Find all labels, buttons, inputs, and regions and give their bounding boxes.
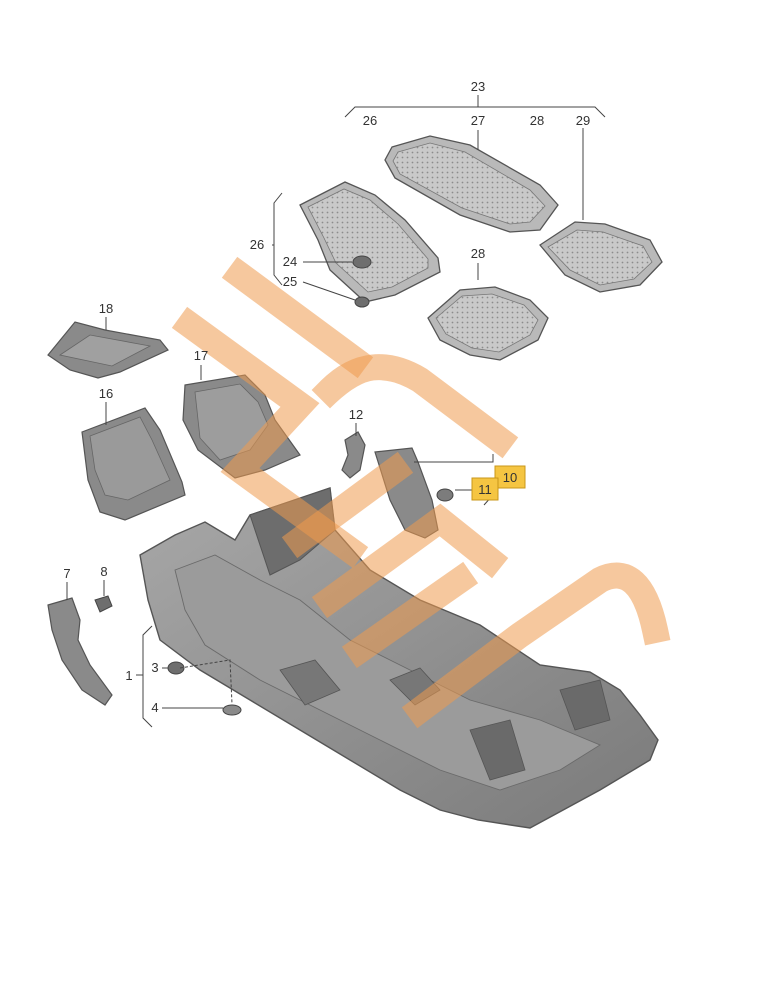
part-8-fastener[interactable] [94,595,113,613]
floor-mat-front-left[interactable] [299,181,441,308]
callout-27: 27 [471,113,485,128]
svg-text:28: 28 [530,113,544,128]
callout-28: 28 [530,113,544,128]
part-12-bracket[interactable] [341,431,366,479]
svg-text:27: 27 [471,113,485,128]
callout-4: 4 [151,700,158,715]
callout-29: 29 [576,113,590,128]
callout-3: 3 [151,660,158,675]
watermark-logo [171,256,671,729]
svg-text:11: 11 [478,482,492,497]
svg-text:3: 3 [151,660,158,675]
part-4-grommet[interactable] [222,704,242,716]
svg-text:4: 4 [151,700,158,715]
svg-text:7: 7 [63,566,70,581]
svg-text:10: 10 [503,470,517,485]
callout-7: 7 [63,566,70,581]
svg-text:17: 17 [194,348,208,363]
svg-text:16: 16 [99,386,113,401]
callout-18: 18 [99,301,113,316]
floor-mat-rear-right[interactable] [539,221,663,293]
callout-11-highlighted[interactable]: 11 [471,477,499,501]
part-18-trim-panel[interactable] [47,321,169,379]
svg-text:26: 26 [250,237,264,252]
svg-text:25: 25 [283,274,297,289]
floor-mat-front-right[interactable] [427,286,549,361]
callout-23: 23 [471,79,485,94]
callout-24: 24 [283,254,297,269]
callout-26-secondary: 26 [250,237,264,252]
part-7-sill-trim[interactable] [47,597,113,706]
callout-12: 12 [349,407,363,422]
callout-28-secondary: 28 [471,246,485,261]
svg-text:1: 1 [125,668,132,683]
callout-8: 8 [100,564,107,579]
callout-16: 16 [99,386,113,401]
callout-26: 26 [363,113,377,128]
svg-text:8: 8 [100,564,107,579]
part-16-side-insulation[interactable] [81,407,186,521]
floor-mat-rear-left[interactable] [384,135,559,233]
svg-text:24: 24 [283,254,297,269]
svg-text:12: 12 [349,407,363,422]
svg-text:28: 28 [471,246,485,261]
svg-text:23: 23 [471,79,485,94]
part-11-clip[interactable] [436,488,454,502]
callout-17: 17 [194,348,208,363]
part-1-main-floor-carpet[interactable] [139,487,659,829]
callout-10-highlighted[interactable]: 10 [494,465,526,489]
callout-1: 1 [125,668,132,683]
svg-text:26: 26 [363,113,377,128]
svg-text:29: 29 [576,113,590,128]
svg-text:18: 18 [99,301,113,316]
callout-25: 25 [283,274,297,289]
